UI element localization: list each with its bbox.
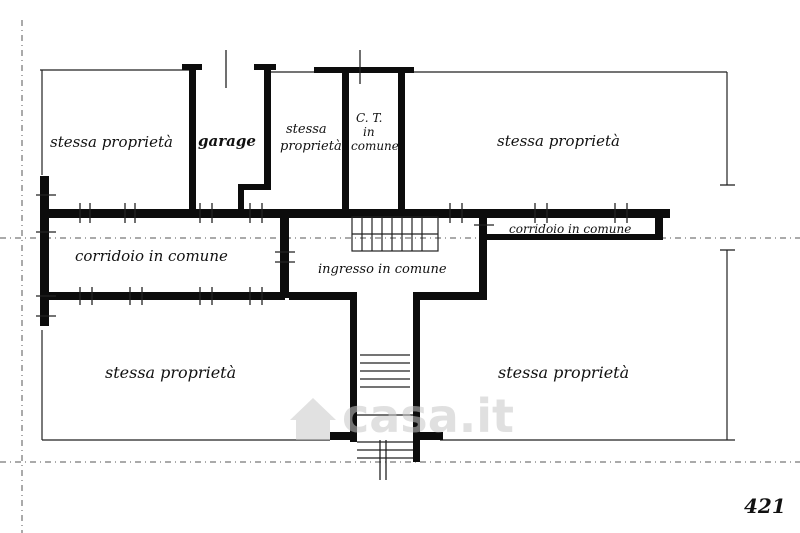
room-label-corridor-left: corridoio in comune: [75, 247, 228, 265]
outer-boundary: [40, 69, 735, 441]
walls: [40, 64, 670, 462]
room-label-ct-line1: C. T.: [356, 111, 382, 125]
room-label-ct-line3: comune: [351, 139, 399, 153]
room-label-bottom-right: stessa proprietà: [498, 363, 629, 382]
page-number: 421: [744, 494, 786, 518]
watermark-text: casa.it: [342, 389, 514, 443]
room-label-top-right: stessa proprietà: [497, 132, 620, 150]
room-label-ct-line2: in: [363, 125, 375, 139]
room-label-top-mid-line1: stessa: [286, 122, 327, 137]
exterior-stair: [357, 354, 413, 459]
room-label-bottom-left: stessa proprietà: [105, 363, 236, 382]
room-label-top-left: stessa proprietà: [50, 133, 173, 151]
window-marks: [36, 50, 735, 480]
room-label-top-mid-line2: proprietà: [280, 139, 342, 154]
room-labels: stessa proprietà garage stessa proprietà…: [50, 111, 631, 382]
entrance-stair: [351, 216, 439, 252]
room-label-garage: garage: [198, 132, 256, 150]
room-label-corridor-right: corridoio in comune: [509, 222, 631, 236]
construction-lines: [0, 20, 800, 533]
room-label-entrance: ingresso in comune: [318, 262, 447, 277]
watermark: casa.it: [290, 389, 514, 443]
house-icon: [290, 398, 336, 440]
